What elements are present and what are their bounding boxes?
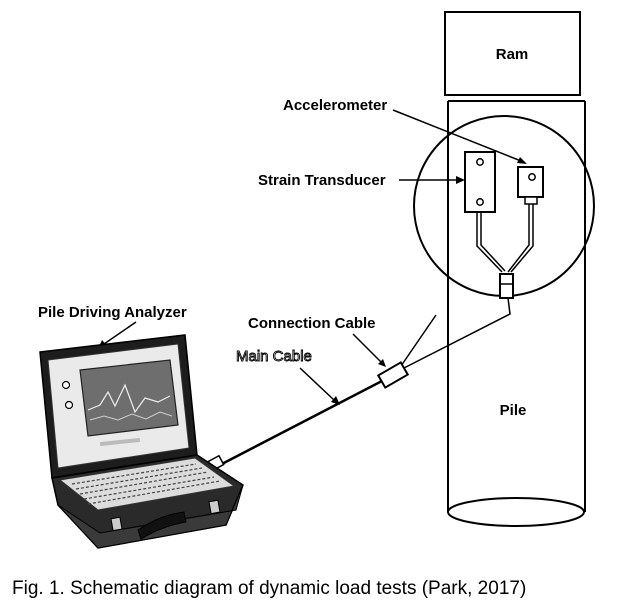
laptop-analyzer-icon xyxy=(39,334,244,549)
strain-wire xyxy=(476,212,503,273)
connection-cable-pointer xyxy=(352,333,382,363)
accel-wire-2 xyxy=(510,204,534,273)
strain-transducer-label: Strain Transducer xyxy=(258,172,386,189)
accelerometer-icon xyxy=(517,166,544,205)
strain-transducer-icon xyxy=(464,151,496,213)
accel-wire xyxy=(507,204,530,273)
accelerometer-label: Accelerometer xyxy=(283,97,387,114)
pile xyxy=(447,100,586,527)
analyzer-pointer xyxy=(103,321,137,345)
pile-driving-analyzer-label: Pile Driving Analyzer xyxy=(38,304,187,321)
pile-label: Pile xyxy=(500,402,527,419)
figure-caption: Fig. 1. Schematic diagram of dynamic loa… xyxy=(12,578,526,599)
circle-to-connector-line xyxy=(400,314,437,367)
connector-icon xyxy=(499,273,514,299)
connection-cable-line xyxy=(403,297,511,369)
main-cable-line xyxy=(217,379,383,468)
ram-label: Ram xyxy=(496,46,529,63)
main-cable-pointer xyxy=(299,367,335,401)
connection-cable-label: Connection Cable xyxy=(248,315,376,332)
main-cable-label: Main Cable xyxy=(236,348,312,365)
strain-wire-2 xyxy=(480,212,506,272)
inline-connector xyxy=(376,361,410,389)
accelerometer-pointer xyxy=(392,109,522,162)
ram-box xyxy=(444,11,581,96)
